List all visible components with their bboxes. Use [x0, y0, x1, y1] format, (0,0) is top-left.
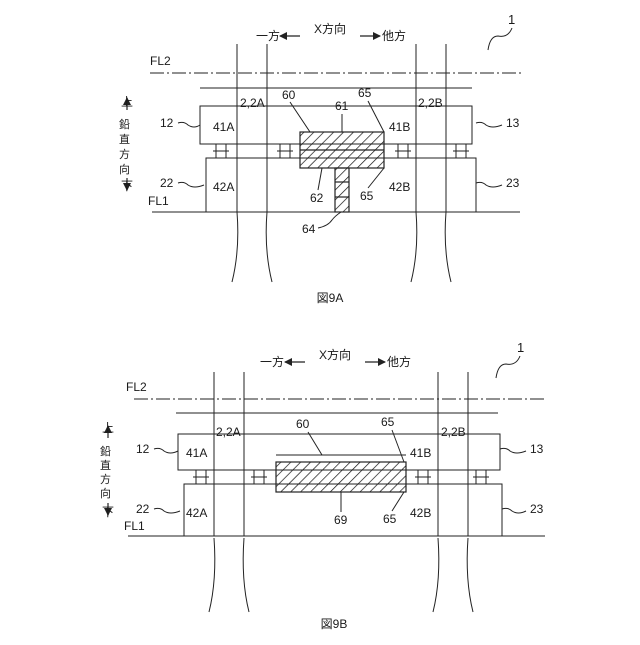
label-22: 22 — [160, 176, 174, 190]
label-60: 60 — [282, 88, 296, 102]
vertical-axis-a: 上 鉛 直 方 向 下 — [119, 95, 133, 193]
x-direction-arrow: 一方 X方向 他方 — [256, 21, 406, 43]
direction-left-label: 一方 — [260, 354, 284, 369]
label-69: 69 — [334, 513, 348, 527]
label-65-top: 65 — [358, 86, 372, 100]
label-41b: 41B — [410, 446, 431, 460]
label-41a: 41A — [186, 446, 207, 460]
label-42b: 42B — [410, 506, 431, 520]
label-12: 12 — [136, 442, 150, 456]
vertical-label-char: 鉛 — [100, 444, 111, 458]
label-41a: 41A — [213, 120, 234, 134]
vertical-label-char: 直 — [119, 132, 130, 146]
fl2-label: FL2 — [150, 54, 171, 68]
direction-right-label: 他方 — [387, 354, 411, 369]
direction-left-label: 一方 — [256, 28, 280, 43]
ref-number: 1 — [517, 340, 524, 355]
label-42a: 42A — [186, 506, 207, 520]
label-22: 22 — [136, 502, 150, 516]
label-col-a: 2,2A — [240, 96, 265, 110]
label-42b: 42B — [389, 180, 410, 194]
caption-9a: 図9A — [317, 291, 344, 305]
member-69-hatched — [276, 462, 406, 492]
vertical-label-char: 方 — [100, 472, 111, 486]
vertical-bottom-label: 下 — [121, 179, 133, 193]
vertical-label-char: 鉛 — [119, 117, 130, 131]
fl1-label: FL1 — [124, 519, 145, 533]
vertical-label-char: 向 — [100, 486, 111, 500]
fl1-label: FL1 — [148, 194, 169, 208]
caption-9b: 図9B — [321, 617, 348, 631]
label-13: 13 — [530, 442, 544, 456]
label-23: 23 — [530, 502, 544, 516]
ref-leader — [488, 28, 512, 50]
label-23: 23 — [506, 176, 520, 190]
label-col-b: 2,2B — [418, 96, 443, 110]
vertical-bottom-label: 下 — [102, 505, 114, 519]
direction-center-label: X方向 — [319, 347, 351, 362]
vertical-label-char: 向 — [119, 162, 130, 176]
label-65-top: 65 — [381, 415, 395, 429]
figure-9a: 一方 X方向 他方 1 FL2 — [119, 12, 522, 305]
label-61: 61 — [335, 99, 349, 113]
label-65-bottom: 65 — [360, 189, 374, 203]
ref-leader — [496, 356, 520, 378]
label-60: 60 — [296, 417, 310, 431]
label-13: 13 — [506, 116, 520, 130]
direction-center-label: X方向 — [314, 21, 346, 36]
vertical-label-char: 直 — [100, 458, 111, 472]
label-41b: 41B — [389, 120, 410, 134]
label-col-b: 2,2B — [441, 425, 466, 439]
label-62: 62 — [310, 191, 324, 205]
vertical-top-label: 上 — [121, 95, 133, 109]
label-64: 64 — [302, 222, 316, 236]
vertical-top-label: 上 — [102, 421, 114, 435]
label-col-a: 2,2A — [216, 425, 241, 439]
figure-9b: 一方 X方向 他方 1 FL2 — [100, 340, 545, 631]
label-12: 12 — [160, 116, 174, 130]
label-65-bottom: 65 — [383, 512, 397, 526]
direction-right-label: 他方 — [382, 28, 406, 43]
vertical-axis-b: 上 鉛 直 方 向 下 — [100, 421, 114, 519]
ref-number: 1 — [508, 12, 515, 27]
fl2-label: FL2 — [126, 380, 147, 394]
vertical-label-char: 方 — [119, 147, 130, 161]
label-42a: 42A — [213, 180, 234, 194]
